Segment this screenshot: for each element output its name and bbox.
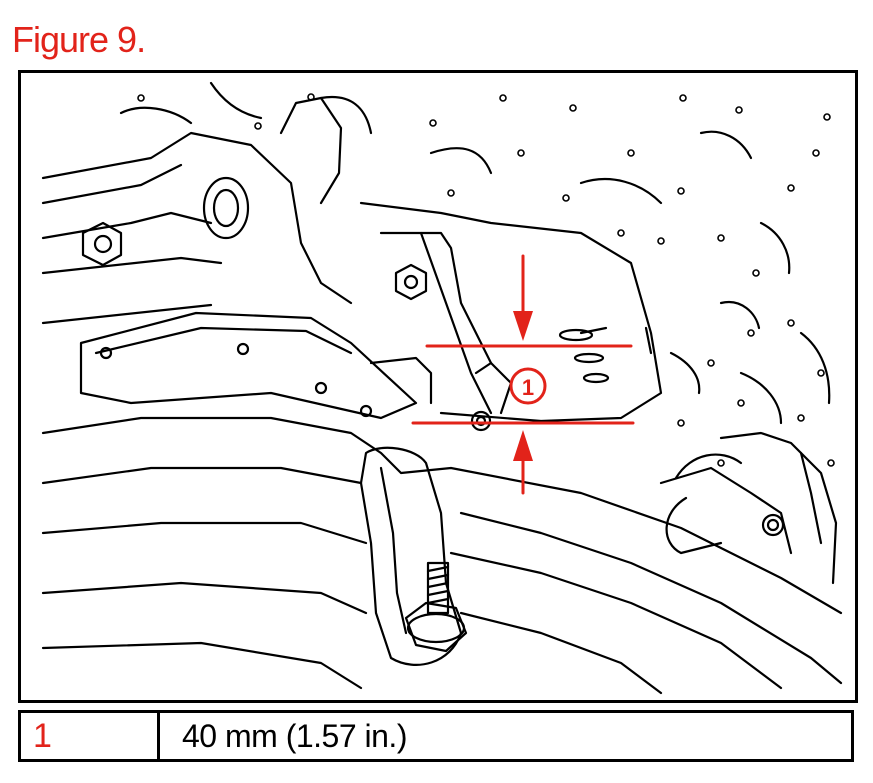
legend-number: 1 [21,713,160,759]
legend-measurement: 40 mm (1.57 in.) [182,718,407,754]
legend-table: 1 40 mm (1.57 in.) [18,710,854,762]
callout-number: 1 [522,375,534,400]
figure-title: Figure 9. [12,19,146,60]
dimension-callout [411,254,635,495]
line-drawing: 1 [41,81,843,695]
technical-illustration: 1 [18,70,858,703]
